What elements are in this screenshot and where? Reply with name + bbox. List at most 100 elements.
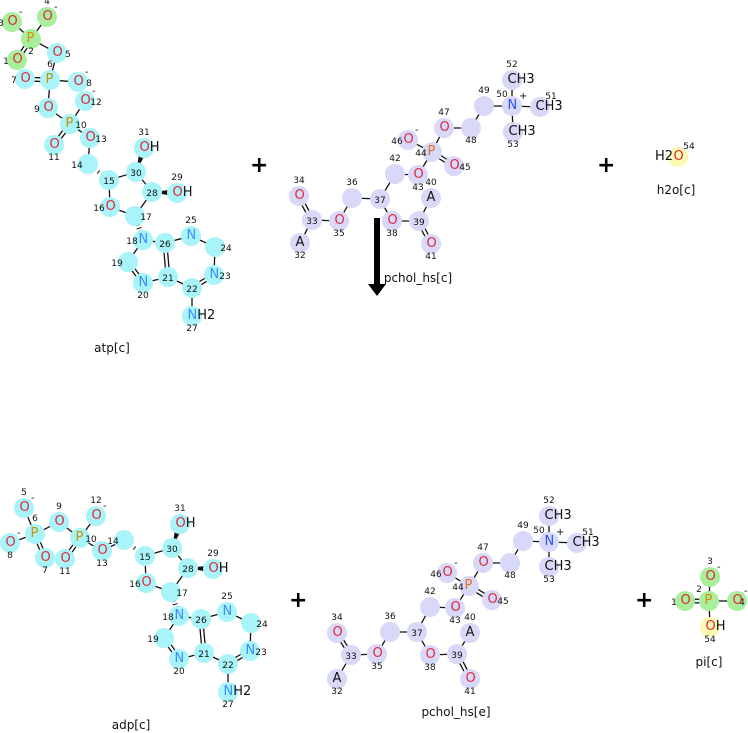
molecule-atp: 12-3-4567-891011-12131415161718192021222… (0, 0, 232, 334)
atom-highlight (502, 96, 522, 116)
atom-number: 37 (374, 196, 385, 206)
atom-label: NH2 (223, 684, 252, 699)
atom-C-24: 24 (256, 620, 268, 630)
molecule-pchole: 3233343536373839404142434445-46474849+50… (327, 496, 594, 697)
atom-O-3: -3 (0, 7, 23, 29)
atom-C-49: 49 (478, 86, 490, 96)
atom-number: 30 (130, 169, 142, 179)
atom-number: 11 (48, 153, 59, 163)
atom-highlight (473, 553, 493, 573)
atom-highlight (162, 538, 182, 558)
atom-OH-29: 29 (207, 549, 219, 559)
reaction-arrow (368, 218, 386, 296)
atom-highlight (21, 29, 41, 49)
atom-number: 17 (176, 589, 187, 599)
atom-highlight (55, 549, 75, 569)
atom-number: 48 (504, 571, 516, 581)
atom-highlight (86, 506, 106, 526)
atom-label: N (245, 643, 256, 658)
atom-highlight (539, 557, 559, 577)
atom-number: 16 (129, 580, 141, 590)
atom-highlight (513, 531, 533, 551)
atom-number: 31 (138, 128, 149, 138)
atom-C-21: 21 (162, 274, 173, 284)
atom-highlight (444, 156, 464, 176)
molecule-name-adp: adp[c] (112, 718, 151, 732)
atom-N-50: +50 (496, 90, 527, 102)
atom-O-13: 13 (96, 559, 107, 569)
atom-number: 26 (195, 616, 207, 626)
atom-label: O (465, 671, 476, 686)
atom-highlight (409, 211, 429, 231)
molecule-name-pi: pi[c] (696, 655, 723, 669)
atoms-layer: 12-3-4567-891011-12131415161718192021222… (0, 0, 748, 710)
atom-O-41: 41 (425, 252, 436, 262)
atom-highlight (459, 576, 479, 596)
atom-label: O (732, 593, 743, 608)
atom-label: O (439, 120, 450, 135)
atom-O-4: -4 (44, 0, 58, 13)
atom-A-40: 40 (464, 613, 476, 623)
atom-O-47: 47 (477, 543, 488, 553)
atom-C-49: 49 (517, 521, 529, 531)
atom-number: 22 (186, 285, 197, 295)
atom-label: CH3 (507, 72, 535, 87)
atom-number: 36 (384, 612, 396, 622)
atom-CH3-52: 52 (506, 60, 517, 70)
atom-N-20: 20 (137, 291, 149, 301)
atom-label: P (427, 144, 436, 159)
atom-O-12: -12 (90, 86, 101, 108)
atom-number: 18 (126, 237, 138, 247)
atom-highlight (135, 546, 155, 566)
atom-highlight (329, 211, 349, 231)
atom-number: 17 (140, 213, 151, 223)
atom-number: 13 (96, 559, 107, 569)
atom-label: O (105, 199, 116, 214)
atom-highlight (302, 210, 322, 230)
atom-O-12: -12 (90, 496, 107, 512)
atom-number: 29 (207, 549, 219, 559)
plus-sign: + (597, 153, 615, 178)
atom-number: 37 (411, 629, 422, 639)
atom-highlight (668, 147, 688, 167)
atom-number: 47 (477, 543, 488, 553)
atom-O-13: 13 (95, 135, 106, 145)
atom-label: O (80, 93, 91, 108)
atom-highlight (407, 622, 427, 642)
atom-P-44: 44 (415, 149, 427, 159)
atom-P-10: 10 (85, 535, 97, 545)
atom-O-1: 1 (3, 57, 9, 67)
atom-label: O (413, 167, 424, 182)
atom-highlight (421, 188, 441, 208)
atom-NH2-27: 27 (186, 324, 197, 334)
atom-label: O (73, 74, 84, 89)
atom-N-18: 18 (126, 237, 138, 247)
atom-highlight (35, 548, 55, 568)
atom-highlight (38, 98, 58, 118)
charge-label: - (454, 558, 458, 569)
atom-highlight (14, 498, 34, 518)
atom-number: 26 (159, 240, 171, 250)
atom-C-48: 48 (465, 136, 477, 146)
atom-number: 4 (44, 0, 50, 7)
atom-label: N (544, 534, 555, 549)
molecule-name-h2o: h2o[c] (657, 183, 696, 197)
molecule-name-pchol-e: pchol_hs[e] (421, 705, 490, 719)
atom-highlight (385, 164, 405, 184)
atom-highlight (133, 230, 153, 250)
atom-highlight (474, 96, 494, 116)
atom-number: 8 (7, 551, 13, 561)
atom-highlight (47, 43, 67, 63)
atom-number: 54 (704, 635, 716, 645)
atom-number: 16 (93, 204, 105, 214)
atom-C-36: 36 (384, 612, 396, 622)
atom-label: O (19, 500, 30, 515)
atom-P-10: 10 (75, 121, 87, 131)
atom-highlight (170, 514, 190, 534)
atom-highlight (482, 590, 502, 610)
atom-highlight (134, 138, 154, 158)
atom-highlight (445, 598, 465, 618)
charge-label: - (415, 125, 419, 136)
atom-O-1: 1 (671, 598, 677, 608)
